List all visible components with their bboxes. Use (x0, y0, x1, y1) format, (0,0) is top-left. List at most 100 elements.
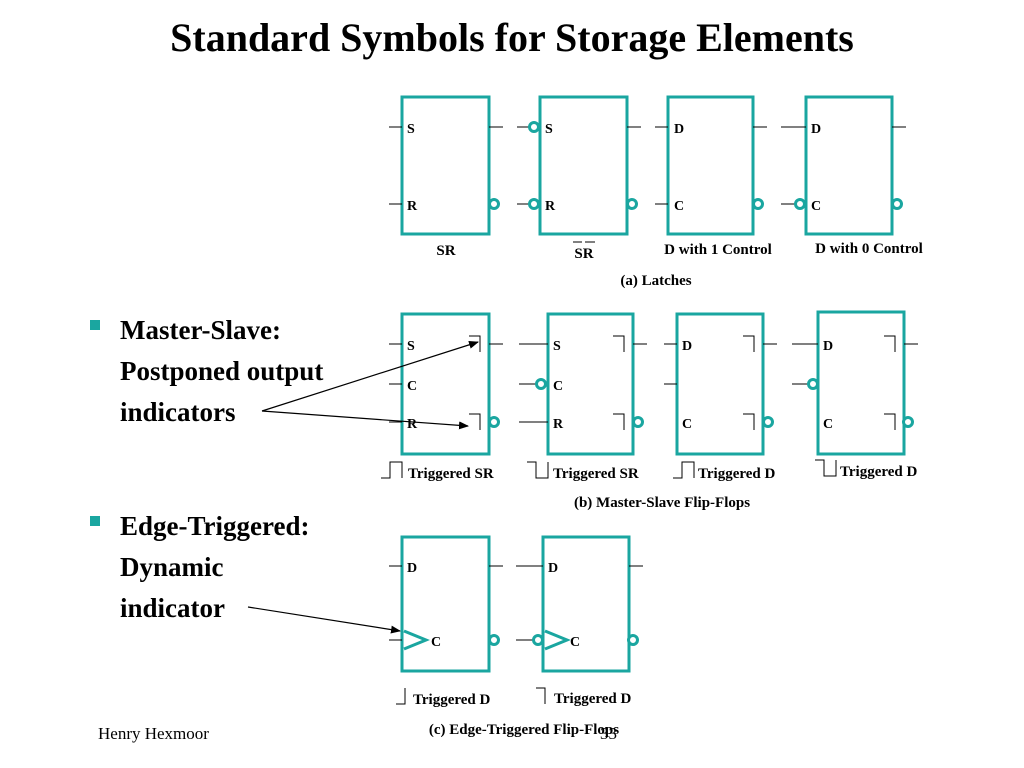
postponed-output-icon (469, 335, 481, 352)
flipflop-caption: Triggered D (554, 691, 632, 707)
pin-label-r: R (407, 417, 418, 432)
flipflop-box (546, 312, 635, 456)
flipflop-box (400, 535, 491, 673)
pin-label-d: D (548, 561, 558, 576)
pointer-arrow (247, 606, 401, 634)
postponed-output-icon (884, 335, 896, 352)
latch-box (538, 95, 629, 236)
negative-pulse-icon (815, 459, 837, 477)
flipflop-caption: Triggered SR (553, 466, 639, 482)
bullet-text-line: Edge-Triggered: (120, 511, 310, 541)
bullet-text-line: Dynamic (120, 552, 224, 582)
pin-label-r: R (407, 199, 418, 214)
pin-label-c: C (553, 379, 563, 394)
dynamic-indicator-icon (403, 629, 430, 651)
bullet-text-line: Postponed output (120, 356, 324, 386)
inversion-bubble-icon (762, 416, 774, 428)
ms-flipflop-d-neg: D C Triggered D (792, 310, 918, 480)
inversion-bubble-icon (528, 198, 540, 210)
postponed-output-icon (743, 335, 755, 352)
bullet-master-slave: Master-Slave: Postponed output indicator… (90, 310, 323, 433)
section-caption-latches: (a) Latches (620, 273, 691, 289)
page-title: Standard Symbols for Storage Elements (170, 15, 854, 60)
latch-d-1-control: D C D with 1 Control (655, 95, 772, 258)
pin-label-c: C (682, 417, 692, 432)
inversion-bubble-icon (752, 198, 764, 210)
pin-label-d: D (682, 339, 692, 354)
latch-caption: SR (574, 246, 593, 262)
latch-sr-bar: S R SR (517, 95, 641, 262)
flipflop-caption: Triggered SR (408, 466, 494, 482)
pin-label-c: C (674, 199, 684, 214)
bullet-square-icon (90, 320, 100, 330)
pointer-arrow (261, 410, 469, 430)
pin-label-s: S (407, 122, 415, 137)
inversion-bubble-icon (626, 198, 638, 210)
pin-label-c: C (823, 417, 833, 432)
latch-box (400, 95, 491, 236)
postponed-output-icon (469, 413, 481, 430)
inversion-bubble-icon (807, 378, 819, 390)
latch-caption: SR (436, 243, 455, 259)
pin-label-r: R (545, 199, 556, 214)
flipflop-box (675, 312, 765, 456)
section-caption-edge-triggered: (c) Edge-Triggered Flip-Flops (429, 722, 619, 738)
pin-label-d: D (407, 561, 417, 576)
bullet-text-line: Master-Slave: (120, 315, 281, 345)
pin-label-c: C (407, 379, 417, 394)
bullet-text-line: indicators (120, 397, 236, 427)
latch-caption: D with 0 Control (815, 241, 923, 257)
inversion-bubble-icon (488, 634, 500, 646)
postponed-output-icon (743, 413, 755, 430)
inversion-bubble-icon (528, 121, 540, 133)
pin-label-c: C (570, 635, 580, 650)
pin-label-d: D (823, 339, 833, 354)
inversion-bubble-icon (627, 634, 639, 646)
dynamic-indicator-icon (544, 629, 571, 651)
latch-d-0-control: D C D with 0 Control (781, 95, 923, 257)
bullet-text-line: indicator (120, 593, 225, 623)
inversion-bubble-icon (902, 416, 914, 428)
flipflop-caption: Triggered D (698, 466, 776, 482)
inversion-bubble-icon (632, 416, 644, 428)
postponed-output-icon (884, 413, 896, 430)
et-flipflop-d: D C Triggered D (389, 535, 503, 708)
positive-pulse-icon (673, 461, 695, 479)
pin-label-r: R (553, 417, 564, 432)
footer-author: Henry Hexmoor (98, 724, 209, 743)
et-flipflop-d-neg: D C Triggered D (516, 535, 643, 707)
latch-box (666, 95, 755, 236)
pin-label-c: C (811, 199, 821, 214)
pin-label-d: D (811, 122, 821, 137)
pointer-arrow (261, 340, 479, 412)
flipflop-caption: Triggered D (413, 692, 491, 708)
pin-label-c: C (431, 635, 441, 650)
flipflop-caption: Triggered D (840, 464, 918, 480)
postponed-output-icon (613, 335, 625, 352)
flipflop-box (816, 310, 906, 456)
latch-sr: S R SR (389, 95, 503, 259)
footer-page-number: 33 (600, 724, 617, 743)
ms-flipflop-sr-neg: S C R Triggered SR (519, 312, 647, 482)
pin-label-d: D (674, 122, 684, 137)
inversion-bubble-icon (535, 378, 547, 390)
inversion-bubble-icon (488, 416, 500, 428)
ms-flipflop-sr: S C R Triggered SR (381, 312, 503, 482)
inversion-bubble-icon (488, 198, 500, 210)
pin-label-s: S (545, 122, 553, 137)
inversion-bubble-icon (794, 198, 806, 210)
bullet-edge-triggered: Edge-Triggered: Dynamic indicator (90, 506, 309, 629)
negative-pulse-icon (527, 461, 549, 479)
pin-label-s: S (553, 339, 561, 354)
rising-edge-icon (396, 688, 406, 705)
inversion-bubble-icon (532, 634, 544, 646)
postponed-output-icon (613, 413, 625, 430)
positive-pulse-icon (381, 461, 403, 479)
inversion-bubble-icon (891, 198, 903, 210)
bullet-square-icon (90, 516, 100, 526)
flipflop-box (541, 535, 631, 673)
section-caption-master-slave: (b) Master-Slave Flip-Flops (574, 495, 750, 511)
ms-flipflop-d: D C Triggered D (664, 312, 777, 482)
latch-caption: D with 1 Control (664, 242, 772, 258)
